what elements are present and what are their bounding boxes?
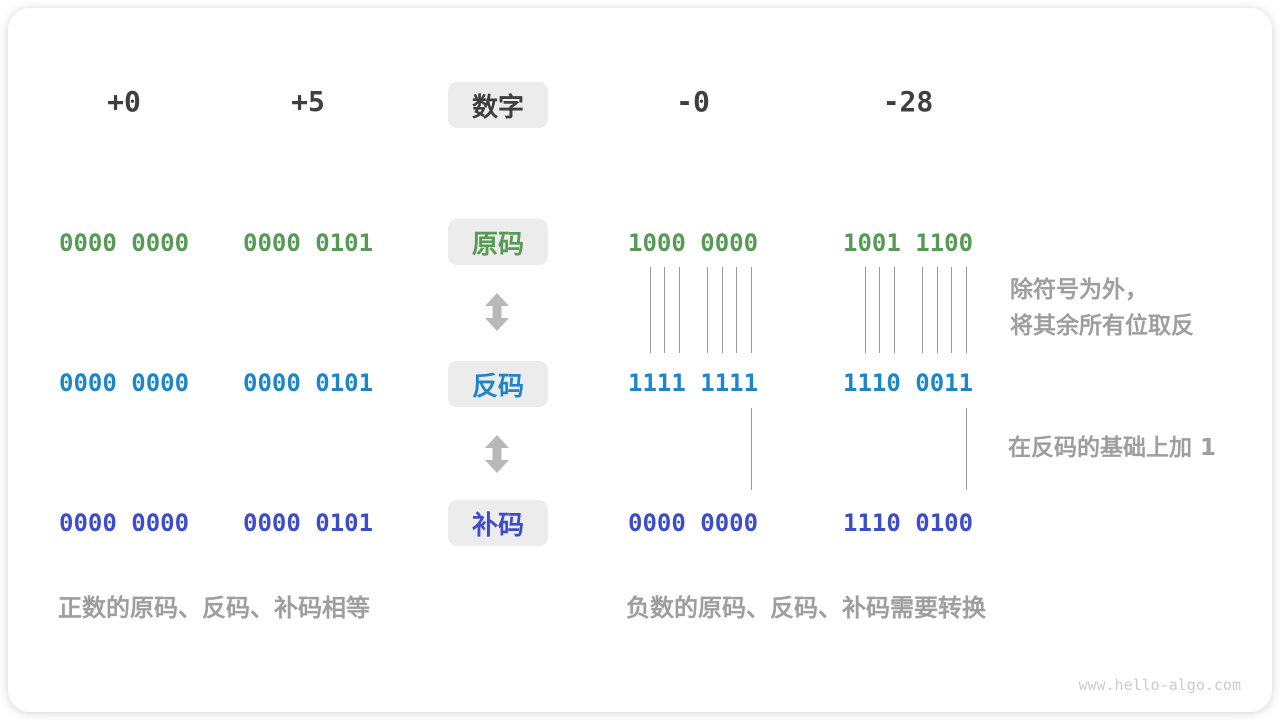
bit-connector-line: [937, 267, 938, 353]
sign-magnitude-label: 原码: [448, 219, 548, 265]
bit-connector-line: [879, 267, 880, 353]
diagram-card: [8, 8, 1272, 712]
updown-arrow-icon: [483, 435, 511, 473]
bit-connector-line: [922, 267, 923, 353]
positive-numbers-caption: 正数的原码、反码、补码相等: [58, 594, 370, 622]
twos-complement-label: 补码: [448, 500, 548, 546]
header-value-minus-0: -0: [676, 85, 710, 118]
bit-connector-line: [736, 267, 737, 353]
header-value-minus-28: -28: [882, 85, 934, 118]
sign-magnitude-plus-0: 0000 0000: [59, 229, 190, 257]
bit-connector-line: [722, 267, 723, 353]
twos-complement-minus-0: 0000 0000: [628, 509, 759, 537]
site-watermark: www.hello-algo.com: [1078, 676, 1241, 694]
twos-complement-minus-28: 1110 0100: [843, 509, 974, 537]
header-label-number: 数字: [448, 82, 548, 128]
bit-connector-line: [865, 267, 866, 353]
ones-complement-plus-0: 0000 0000: [59, 369, 190, 397]
ones-complement-minus-0: 1111 1111: [628, 369, 759, 397]
negative-numbers-caption: 负数的原码、反码、补码需要转换: [626, 594, 986, 622]
bit-connector-line: [707, 267, 708, 353]
bit-connector-line: [966, 267, 967, 353]
twos-complement-plus-0: 0000 0000: [59, 509, 190, 537]
sign-magnitude-minus-0: 1000 0000: [628, 229, 759, 257]
ones-complement-plus-5: 0000 0101: [243, 369, 374, 397]
bit-connector-line: [650, 267, 651, 353]
bit-connector-line: [894, 267, 895, 353]
ones-complement-label: 反码: [448, 361, 548, 407]
invert-bits-note-line2: 将其余所有位取反: [1010, 313, 1194, 339]
header-value-plus-5: +5: [291, 85, 325, 118]
add-one-note: 在反码的基础上加 1: [1008, 435, 1217, 461]
bit-connector-line: [664, 267, 665, 353]
bit-connector-line: [951, 267, 952, 353]
sign-magnitude-minus-28: 1001 1100: [843, 229, 974, 257]
bit-connector-line: [679, 267, 680, 353]
bit-connector-line: [751, 267, 752, 353]
bit-connector-line: [751, 408, 752, 490]
sign-magnitude-plus-5: 0000 0101: [243, 229, 374, 257]
header-value-plus-0: +0: [107, 85, 141, 118]
updown-arrow-icon: [483, 293, 511, 331]
twos-complement-plus-5: 0000 0101: [243, 509, 374, 537]
bit-connector-line: [966, 408, 967, 490]
ones-complement-minus-28: 1110 0011: [843, 369, 974, 397]
invert-bits-note-line1: 除符号为外，: [1010, 277, 1148, 303]
